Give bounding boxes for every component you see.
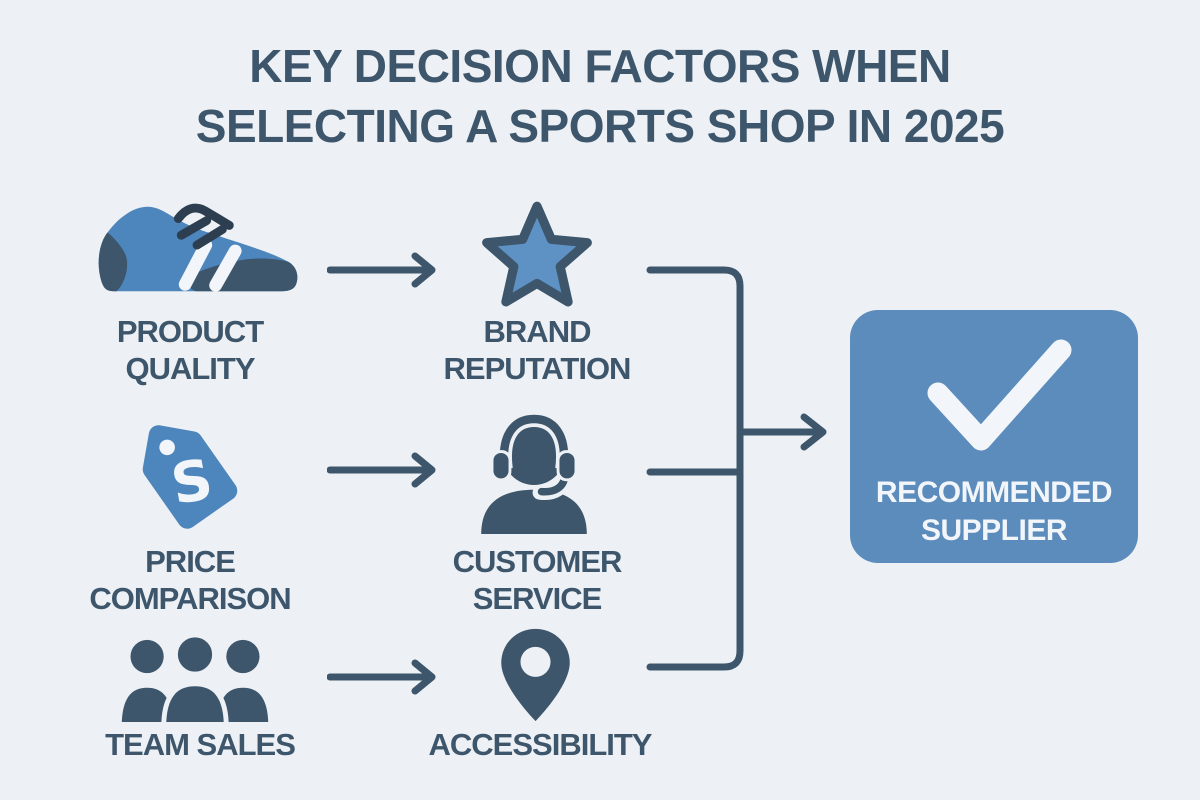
label-accessibility: ACCESSIBILITY [398,726,682,763]
headset-agent-icon [481,411,587,534]
team-icon [121,634,269,722]
label-line: REPUTATION [443,351,632,386]
label-line: RECOMMENDED [875,476,1113,509]
recommended-supplier-card: RECOMMENDED SUPPLIER [850,310,1138,563]
label-line: SERVICE [472,581,603,616]
page-title: KEY DECISION FACTORS WHEN SELECTING A SP… [0,36,1200,156]
flow-arrow [327,252,436,288]
label-line: CUSTOMER [452,544,623,579]
label-line: PRICE [145,544,236,579]
label-customer-service: CUSTOMER SERVICE [402,543,672,617]
merge-bracket [646,266,827,671]
flow-arrow [327,659,436,695]
label-line: ACCESSIBILITY [428,727,653,762]
label-line: PRODUCT [116,314,264,349]
location-pin-icon [501,628,570,722]
star-icon [482,201,592,307]
label-line: BRAND [483,314,592,349]
label-line: COMPARISON [89,581,291,616]
label-line: SUPPLIER [920,514,1068,547]
sneaker-icon [98,203,298,292]
checkmark-icon [927,339,1072,451]
label-product-quality: PRODUCT QUALITY [70,313,310,387]
title-line-2: SELECTING A SPORTS SHOP IN 2025 [195,100,1005,152]
label-team-sales: TEAM SALES [70,726,330,763]
flow-arrow [327,452,436,488]
title-line-1: KEY DECISION FACTORS WHEN [249,40,951,92]
price-tag-icon: S [142,425,238,529]
label-line: QUALITY [125,351,255,386]
label-price-comparison: PRICE COMPARISON [52,543,328,617]
label-brand-reputation: BRAND REPUTATION [402,313,672,387]
result-label: RECOMMENDED SUPPLIER [850,474,1138,550]
label-line: TEAM SALES [105,727,296,762]
